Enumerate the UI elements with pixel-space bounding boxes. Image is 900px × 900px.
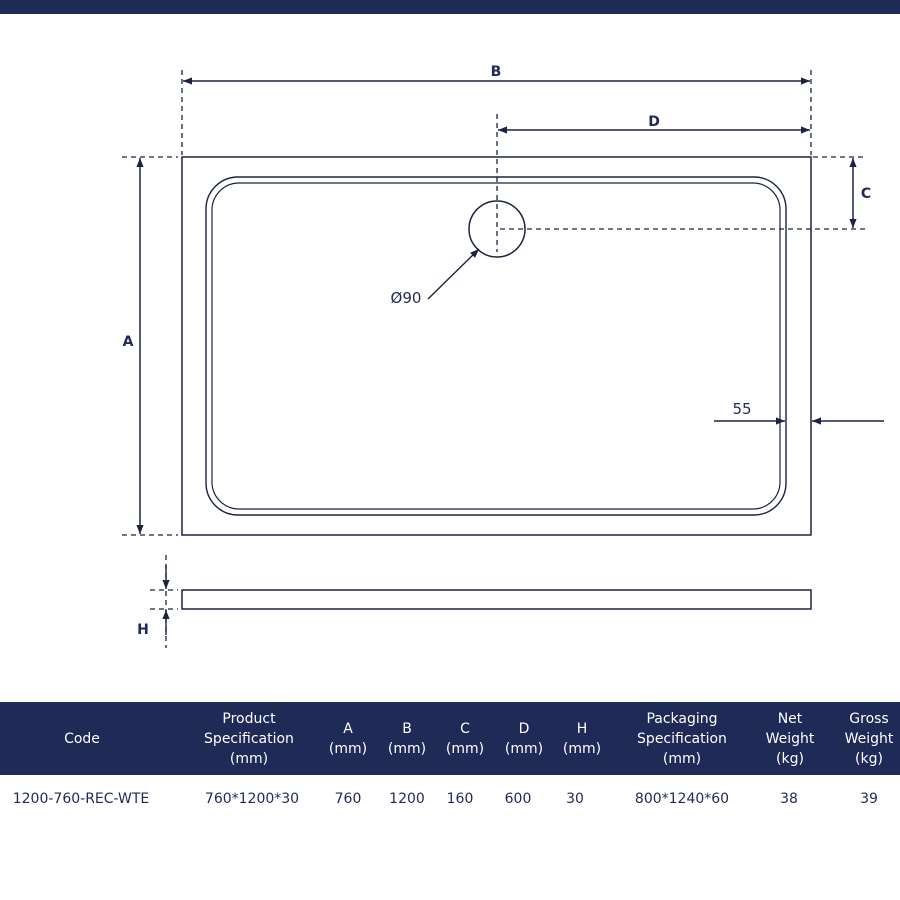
- cell-packaging-spec: 800*1240*60: [634, 791, 730, 807]
- label-d: D: [648, 114, 660, 130]
- header-a: A (mm): [328, 720, 368, 757]
- label-a: A: [123, 334, 134, 350]
- cell-code: 1200-760-REC-WTE: [12, 791, 150, 807]
- waste-outlet-circle: [468, 200, 526, 258]
- extension-lines: [122, 70, 866, 648]
- waste-leader-line: [427, 248, 480, 300]
- spec-table-header: Code Product Specification (mm) A (mm) B…: [0, 702, 900, 775]
- label-b: B: [491, 64, 502, 80]
- cell-gross-weight: 39: [860, 791, 878, 807]
- header-gross-weight: Gross Weight (kg): [844, 710, 894, 767]
- cell-product-spec: 760*1200*30: [204, 791, 300, 807]
- tray-outer-outline: [181, 156, 812, 536]
- label-edge-width: 55: [732, 400, 751, 418]
- cell-d: 600: [504, 791, 532, 807]
- header-code: Code: [64, 730, 100, 747]
- header-product-spec: Product Specification (mm): [204, 710, 294, 767]
- header-d: D (mm): [504, 720, 544, 757]
- header-b: B (mm): [387, 720, 427, 757]
- cell-c: 160: [446, 791, 474, 807]
- cell-b: 1200: [389, 791, 425, 807]
- cell-net-weight: 38: [780, 791, 798, 807]
- tray-inner-basin-outer: [205, 176, 787, 516]
- cell-a: 760: [334, 791, 362, 807]
- cell-h: 30: [566, 791, 584, 807]
- tray-side-view: [181, 589, 812, 610]
- label-waste-diameter: Ø90: [391, 289, 422, 307]
- tray-inner-basin-inner: [211, 182, 781, 510]
- label-h: H: [137, 622, 149, 638]
- label-c: C: [861, 186, 871, 202]
- top-banner: [0, 0, 900, 14]
- shower-tray-technical-drawing: B D C A H Ø90 55: [122, 64, 884, 648]
- header-h: H (mm): [562, 720, 602, 757]
- header-net-weight: Net Weight (kg): [765, 710, 815, 767]
- header-c: C (mm): [445, 720, 485, 757]
- header-packaging-spec: Packaging Specification (mm): [637, 710, 727, 767]
